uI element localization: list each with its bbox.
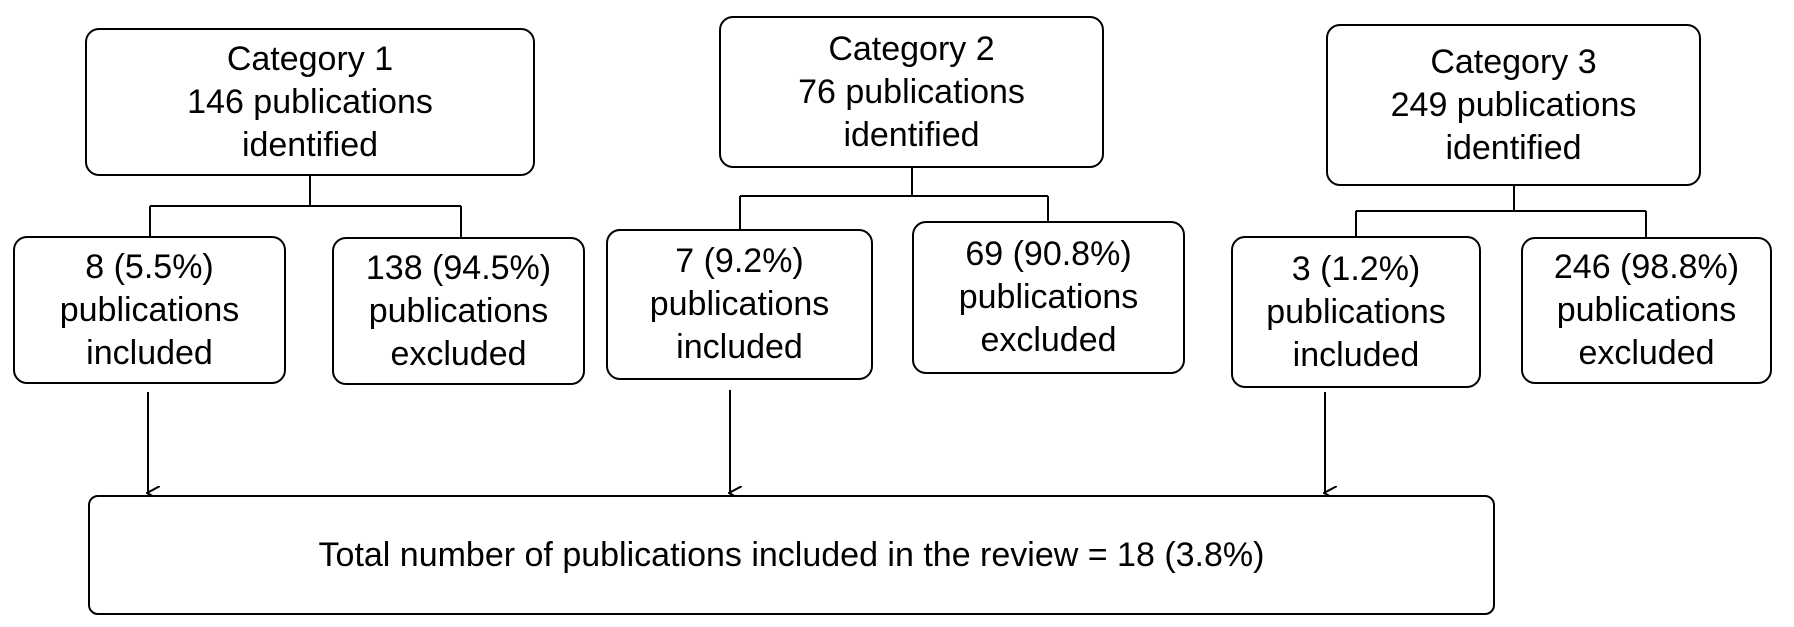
excluded-noun: publications [958,278,1139,316]
category-identified-count: 146 publications [187,82,433,121]
category-3-box: Category 3 249 publications identified [1326,24,1701,186]
included-noun: publications [59,290,240,329]
category-3-excluded-box: 246 (98.8%) publications excluded [1521,237,1772,384]
category-title: Category 1 [226,39,394,78]
category-1-excluded-box: 138 (94.5%) publications excluded [332,237,585,385]
excluded-count: 138 (94.5%) [365,248,552,287]
included-count: 7 (9.2%) [675,242,804,280]
excluded-label: excluded [1578,334,1715,372]
category-identified-count: 249 publications [1390,85,1637,124]
excluded-count: 69 (90.8%) [965,235,1132,273]
excluded-label: excluded [980,321,1117,359]
included-label: included [676,328,803,366]
included-count: 8 (5.5%) [85,247,214,286]
category-identified-count: 76 publications [798,72,1025,111]
category-identified-label: identified [1445,128,1582,167]
category-2-box: Category 2 76 publications identified [719,16,1104,168]
total-included-box: Total number of publications included in… [88,495,1495,615]
branch-category-2 [739,168,1049,229]
category-3-included-box: 3 (1.2%) publications included [1231,236,1481,388]
category-title: Category 3 [1430,42,1597,81]
category-1-box: Category 1 146 publications identified [85,28,535,176]
branch-category-1 [149,176,462,237]
category-2-included-box: 7 (9.2%) publications included [606,229,873,380]
category-title: Category 2 [828,29,995,68]
category-identified-label: identified [241,125,379,164]
included-label: included [86,333,213,372]
included-count: 3 (1.2%) [1291,249,1421,288]
category-identified-label: identified [843,115,980,154]
excluded-noun: publications [368,291,549,330]
included-noun: publications [649,285,830,323]
category-1-included-box: 8 (5.5%) publications included [13,236,286,384]
branch-category-3 [1355,186,1647,237]
excluded-count: 246 (98.8%) [1553,248,1740,286]
included-noun: publications [1266,292,1446,331]
included-label: included [1292,335,1420,374]
category-2-excluded-box: 69 (90.8%) publications excluded [912,221,1185,374]
total-included-text: Total number of publications included in… [318,535,1265,574]
excluded-noun: publications [1556,291,1737,329]
excluded-label: excluded [390,334,527,373]
